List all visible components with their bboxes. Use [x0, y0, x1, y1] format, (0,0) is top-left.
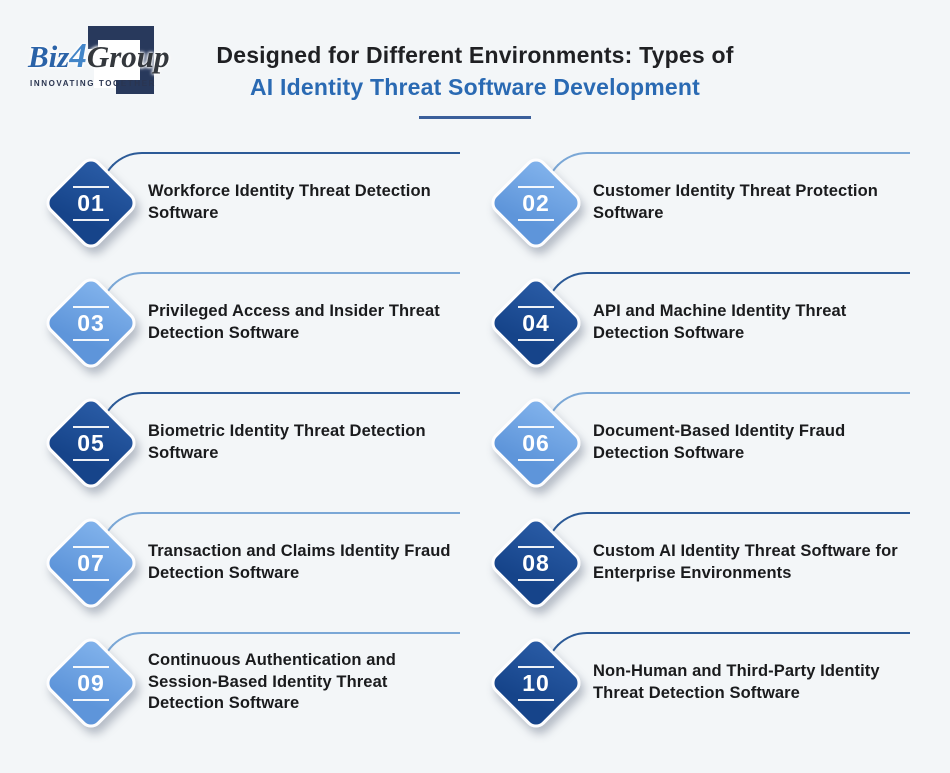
badge-bottom-rule: [518, 338, 554, 341]
type-item-01: 01 Workforce Identity Threat Detection S…: [0, 140, 460, 265]
type-item-10: 10 Non-Human and Third-Party Identity Th…: [445, 620, 910, 745]
biz4group-logo: Biz4Group INNOVATING TOGETHER: [28, 12, 178, 108]
badge-bottom-rule: [518, 458, 554, 461]
type-item-08: 08 Custom AI Identity Threat Software fo…: [445, 500, 910, 625]
type-label: API and Machine Identity Threat Detectio…: [593, 302, 847, 342]
type-item-05: 05 Biometric Identity Threat Detection S…: [0, 380, 460, 505]
badge-top-rule: [73, 665, 109, 668]
logo-word-biz: Biz: [28, 39, 70, 74]
type-label: Non-Human and Third-Party Identity Threa…: [593, 662, 880, 702]
badge-number: 07: [77, 549, 105, 576]
type-label: Continuous Authentication and Session-Ba…: [148, 651, 396, 713]
badge-top-rule: [518, 545, 554, 548]
badge-bottom-rule: [73, 338, 109, 341]
badge-bottom-rule: [73, 698, 109, 701]
type-item-02: 02 Customer Identity Threat Protection S…: [445, 140, 910, 265]
type-item-03: 03 Privileged Access and Insider Threat …: [0, 260, 460, 385]
badge-number: 05: [77, 429, 105, 456]
header: Designed for Different Environments: Typ…: [0, 0, 950, 119]
badge-bottom-rule: [73, 218, 109, 221]
type-label: Workforce Identity Threat Detection Soft…: [148, 182, 431, 222]
badge-number: 04: [522, 309, 550, 336]
badge-number: 10: [522, 669, 550, 696]
badge-bottom-rule: [518, 578, 554, 581]
badge-top-rule: [73, 545, 109, 548]
badge-number: 02: [522, 189, 550, 216]
logo-word-4: 4: [69, 36, 87, 75]
type-item-06: 06 Document-Based Identity Fraud Detecti…: [445, 380, 910, 505]
badge-number: 01: [77, 189, 105, 216]
logo-tagline: INNOVATING TOGETHER: [30, 79, 156, 88]
page-title: Designed for Different Environments: Typ…: [216, 42, 734, 68]
badge-top-rule: [73, 425, 109, 428]
type-label: Transaction and Claims Identity Fraud De…: [148, 542, 451, 582]
type-item-09: 09 Continuous Authentication and Session…: [0, 620, 460, 745]
logo-wordmark: Biz4Group: [28, 38, 170, 73]
page-subtitle: AI Identity Threat Software Development: [250, 74, 700, 100]
type-label: Biometric Identity Threat Detection Soft…: [148, 422, 426, 462]
type-label: Custom AI Identity Threat Software for E…: [593, 542, 898, 582]
badge-number: 03: [77, 309, 105, 336]
type-label: Privileged Access and Insider Threat Det…: [148, 302, 440, 342]
badge-number: 08: [522, 549, 550, 576]
logo-bracket-icon: [88, 26, 154, 94]
badge-bottom-rule: [73, 578, 109, 581]
badge-top-rule: [518, 305, 554, 308]
type-item-04: 04 API and Machine Identity Threat Detec…: [445, 260, 910, 385]
badge-top-rule: [518, 665, 554, 668]
badge-bottom-rule: [73, 458, 109, 461]
badge-top-rule: [518, 425, 554, 428]
badge-number: 09: [77, 669, 105, 696]
badge-top-rule: [518, 185, 554, 188]
type-label: Document-Based Identity Fraud Detection …: [593, 422, 846, 462]
type-label: Customer Identity Threat Protection Soft…: [593, 182, 878, 222]
badge-number: 06: [522, 429, 550, 456]
badge-top-rule: [73, 305, 109, 308]
badge-top-rule: [73, 185, 109, 188]
title-underline: [419, 116, 531, 119]
type-item-07: 07 Transaction and Claims Identity Fraud…: [0, 500, 460, 625]
badge-bottom-rule: [518, 218, 554, 221]
logo-word-group: Group: [86, 39, 170, 74]
badge-bottom-rule: [518, 698, 554, 701]
